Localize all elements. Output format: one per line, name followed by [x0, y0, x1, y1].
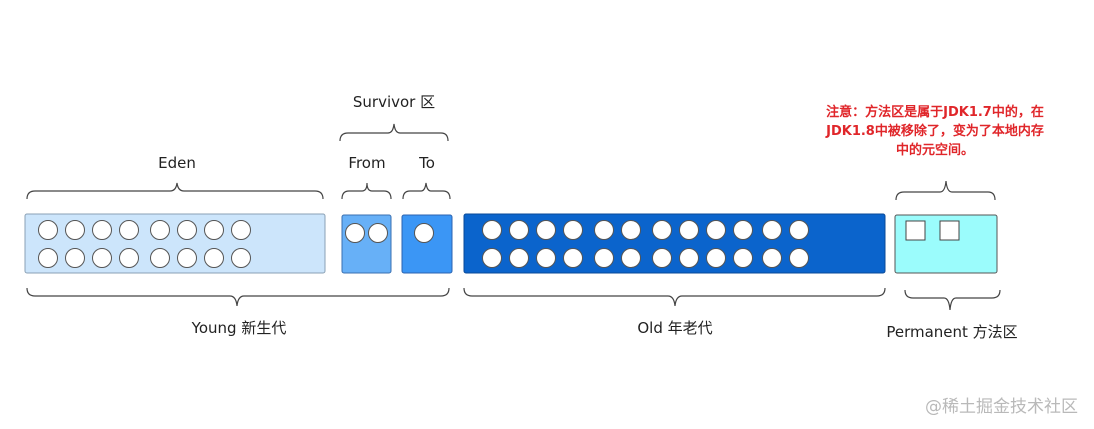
old-bracket: [463, 287, 886, 307]
survivor-bracket: [339, 123, 449, 142]
old-object: [733, 220, 753, 240]
eden-label: Eden: [158, 154, 196, 172]
old-object: [789, 220, 809, 240]
young-bracket: [26, 287, 450, 307]
from-object: [368, 223, 388, 243]
old-object: [563, 220, 583, 240]
permanent-object: [905, 220, 926, 241]
eden-object: [177, 248, 197, 268]
method-area-note: 注意：方法区是属于JDK1.7中的，在 JDK1.8中被移除了，变为了本地内存 …: [800, 103, 1070, 160]
survivor-label: Survivor 区: [353, 93, 435, 111]
old-object: [621, 248, 641, 268]
eden-object: [150, 220, 170, 240]
eden-object: [231, 248, 251, 268]
to-label: To: [418, 154, 435, 172]
old-object: [482, 220, 502, 240]
eden-object: [177, 220, 197, 240]
eden-bracket: [26, 182, 324, 200]
to-box: [401, 214, 453, 274]
eden-object: [92, 220, 112, 240]
heap-objects: [38, 220, 960, 268]
permanent-label: Permanent 方法区: [886, 323, 1017, 341]
old-object: [652, 248, 672, 268]
old-object: [509, 248, 529, 268]
eden-object: [150, 248, 170, 268]
old-object: [789, 248, 809, 268]
eden-object: [231, 220, 251, 240]
from-box: [341, 214, 392, 274]
eden-object: [92, 248, 112, 268]
note-line-3: 中的元空间。: [895, 143, 974, 158]
old-object: [679, 220, 699, 240]
eden-object: [204, 220, 224, 240]
old-object: [536, 220, 556, 240]
old-object: [594, 220, 614, 240]
old-object: [706, 220, 726, 240]
from-bracket: [341, 182, 392, 200]
note-line-2: JDK1.8中被移除了，变为了本地内存: [826, 124, 1044, 139]
old-object: [509, 220, 529, 240]
old-object: [652, 220, 672, 240]
eden-object: [65, 220, 85, 240]
note-line-1: 注意：方法区是属于JDK1.7中的，在: [826, 105, 1044, 120]
old-object: [482, 248, 502, 268]
eden-object: [38, 220, 58, 240]
old-object: [536, 248, 556, 268]
watermark: @稀土掘金技术社区: [925, 397, 1078, 417]
old-object: [733, 248, 753, 268]
eden-object: [38, 248, 58, 268]
old-object: [762, 248, 782, 268]
old-object: [706, 248, 726, 268]
old-object: [594, 248, 614, 268]
old-object: [563, 248, 583, 268]
brackets: [26, 123, 1001, 311]
to-bracket: [402, 182, 451, 200]
old-object: [621, 220, 641, 240]
old-box: [463, 213, 886, 274]
old-label: Old 年老代: [637, 319, 712, 337]
old-object: [762, 220, 782, 240]
eden-object: [119, 220, 139, 240]
eden-object: [119, 248, 139, 268]
from-label: From: [348, 154, 385, 172]
young-label: Young 新生代: [191, 319, 287, 337]
permanent-object: [939, 220, 960, 241]
perm-top-bracket: [895, 180, 996, 201]
perm-bracket: [904, 289, 1001, 311]
from-object: [345, 223, 365, 243]
old-object: [679, 248, 699, 268]
eden-object: [204, 248, 224, 268]
to-object: [414, 223, 434, 243]
eden-object: [65, 248, 85, 268]
